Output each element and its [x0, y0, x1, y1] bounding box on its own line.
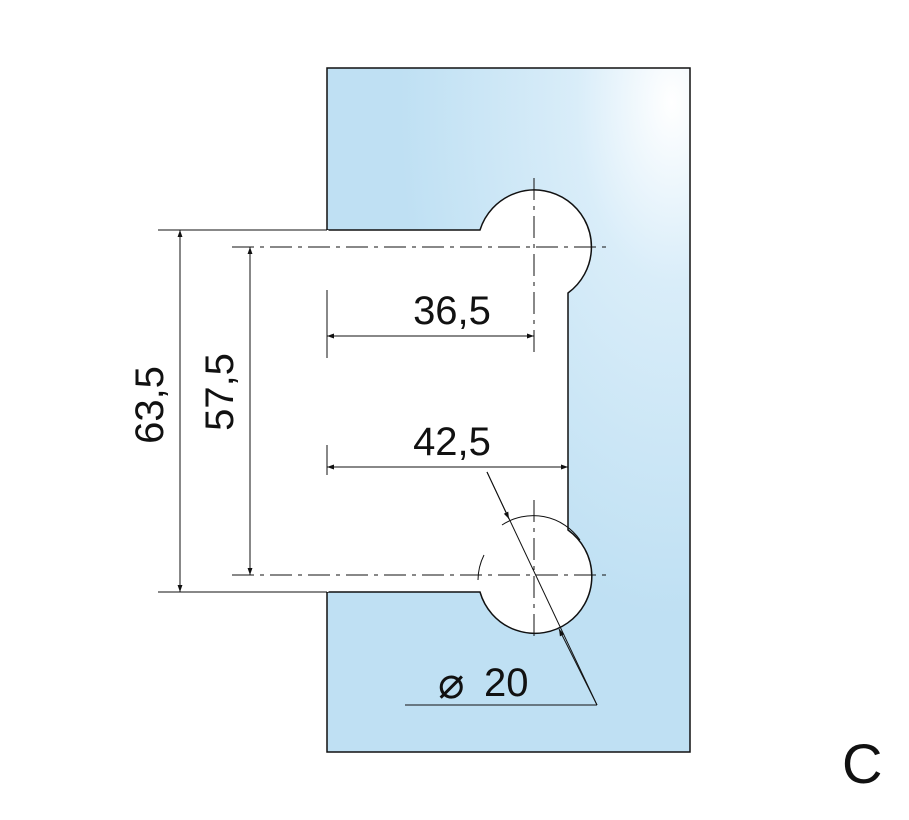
diameter-symbol: ⌀	[438, 659, 465, 708]
dim-42-5-label: 42,5	[413, 420, 491, 464]
variant-label: C	[842, 732, 882, 795]
center-lines	[232, 178, 606, 640]
dim-diameter-label: 20	[484, 661, 529, 705]
cutout	[326, 189, 593, 635]
dim-36-5-label: 36,5	[413, 289, 491, 333]
dim-63-5-label: 63,5	[128, 366, 172, 444]
dim-57-5-label: 57,5	[198, 353, 242, 431]
